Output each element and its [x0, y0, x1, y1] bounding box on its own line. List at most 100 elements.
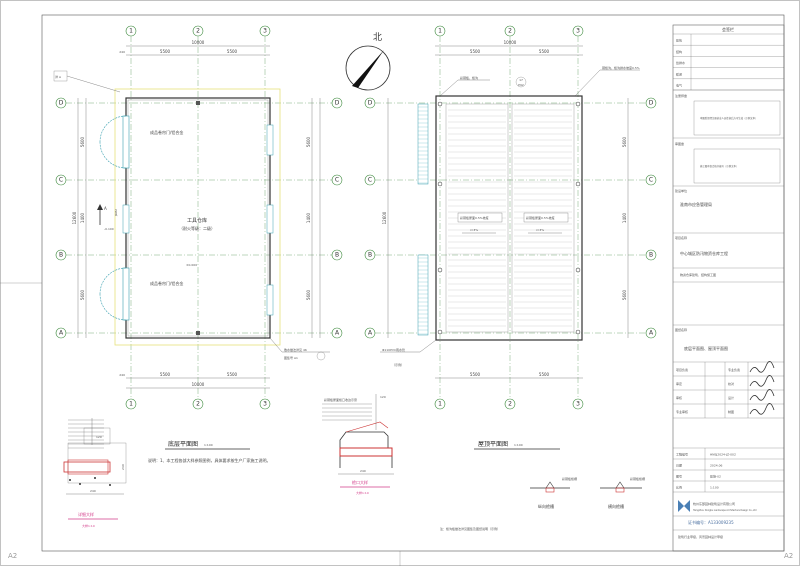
- grid-bubble-D-left: D: [59, 100, 64, 107]
- signoff-row-label: 电气: [676, 83, 682, 88]
- grid-bubble-C-left: C: [59, 177, 63, 184]
- ground-floor-plan: 1 2 3 1 2 3 D C B A D C B A 10000 5500 5…: [53, 25, 343, 463]
- company-logo-icon: [678, 500, 690, 512]
- roof-dim-top-2: 5500: [539, 49, 550, 54]
- roof-note-top-left: 彩钢板，檐沟: [460, 75, 478, 80]
- signature-mark: [749, 389, 775, 401]
- role-label: 审定: [676, 381, 682, 386]
- roof-bubble-3-bottom: 3: [576, 401, 580, 408]
- role-label: 项目负责: [676, 367, 688, 372]
- grid-bubble-3-top: 3: [263, 28, 267, 35]
- signature-mark: [749, 361, 775, 373]
- callout-right-2: 图集号 A1: [284, 355, 298, 360]
- grid-bubble-A-right: A: [335, 330, 340, 337]
- plan-left-title: 底层平面图: [168, 440, 198, 448]
- detail-1-dim: 240: [90, 489, 96, 493]
- gutter-tag: 17: [519, 78, 523, 82]
- roof-bubble-1-top: 1: [438, 28, 442, 35]
- grid-bubble-1-top: 1: [129, 28, 133, 35]
- sheet-size-label: A2: [8, 552, 17, 560]
- detail-1-scale: 大样1:10: [82, 523, 95, 528]
- elevation-mark: ±0.000: [186, 263, 197, 267]
- project-name: 中心城区防汛物资仓库工程: [680, 250, 728, 256]
- signature-mark: [749, 375, 775, 387]
- signoff-row-label: 暖通: [676, 71, 682, 76]
- roof-bubble-A-right: A: [649, 330, 654, 337]
- roof-outline: [435, 95, 583, 341]
- dim-bottom-1: 5500: [160, 372, 171, 377]
- company-cn: 杭州东部园林建筑设计有限公司: [693, 501, 735, 506]
- roof-dim-right-2: 1400: [622, 212, 627, 223]
- roof-bubble-C-left: C: [368, 177, 372, 184]
- dim-right-3: 5600: [306, 289, 311, 300]
- roof-label-left: 彩钢板屋面0.5%坡度: [460, 215, 489, 220]
- joint-2-label: 横向檐槽: [608, 503, 624, 509]
- meta-value: HNSJ2024-JZ-002: [710, 453, 736, 457]
- role-label: 专业审核: [676, 409, 688, 414]
- detail-2: 120 240 彩钢板屋面檐口收边示意 檐口大样 大样1:10: [322, 394, 394, 495]
- detail-1-height: 240: [121, 464, 125, 470]
- plan-left-note: 说明：1、本工程各部大样参照图例，具体要求按生产厂家施工说明。: [148, 457, 271, 463]
- detail-1-dim-small: 120: [96, 435, 102, 439]
- roof-dim-top-total: 10000: [504, 40, 517, 45]
- roof-bubble-D-left: D: [368, 100, 373, 107]
- subproject-name: 物资仓库建筑、结构施工图: [680, 272, 716, 277]
- meta-key: 比例: [676, 485, 682, 490]
- stamp-text: 本图纸须经注册执业人员签章后方可生效（示例文本）: [700, 116, 757, 120]
- elevation-mark-outside: -0.100: [104, 227, 114, 231]
- room-fire-rating: （耐火等级：二级）: [179, 225, 215, 231]
- dim-top-edge: 240: [119, 50, 125, 54]
- dim-bottom-2: 5500: [227, 372, 238, 377]
- roof-bubble-C-right: C: [649, 177, 653, 184]
- project-label: 项目名称: [675, 235, 687, 240]
- grid-bubble-B-left: B: [59, 252, 63, 259]
- dim-right-2: 1400: [306, 212, 311, 223]
- meta-value: 2024.06: [710, 464, 722, 468]
- detail-1: 120 240 240 详细大样 大样1:10: [63, 418, 127, 528]
- stamp-label: 注册师章: [675, 93, 687, 98]
- roof-dim-right-1: 5600: [622, 136, 627, 147]
- grid-bubble-2-top: 2: [196, 28, 200, 35]
- grid-bubble-A-left: A: [59, 330, 64, 337]
- role-label-2: 设计: [728, 395, 734, 400]
- door-note-bottom: 成品卷帘门/铝合金: [150, 280, 183, 286]
- detail-2-label: 檐口大样: [352, 479, 368, 485]
- grid-bubble-2-bottom: 2: [196, 401, 200, 408]
- meta-key: 工程编号: [676, 452, 688, 457]
- drain-note-sub: （示例）: [392, 362, 404, 367]
- company-en: Hangzhou Dongbu Landscape Architecture D…: [693, 509, 757, 512]
- client-name: 淮南市应急管理局: [680, 201, 712, 207]
- detail-1-label: 详细大样: [78, 511, 94, 517]
- gutter-joint-details: 彩钢板檐槽 纵向檐槽 彩钢板檐槽 横向檐槽: [530, 476, 645, 509]
- dim-bottom-edge: 240: [119, 373, 125, 377]
- roof-bubble-2-top: 2: [508, 28, 512, 35]
- dim-left-total: 12600: [72, 211, 77, 224]
- north-label: 北: [373, 32, 382, 43]
- drain-note: Φ110PVC雨水管: [382, 347, 405, 352]
- review-text: 施工图审查合格书编号（示例文本）: [700, 164, 738, 168]
- roof-dim-right-3: 5600: [622, 289, 627, 300]
- role-label-2: 专业负责: [728, 367, 740, 372]
- roof-label-right: 彩钢板屋面0.5%坡度: [526, 215, 555, 220]
- detail-2-dim: 120: [380, 395, 386, 399]
- roof-dim-bottom-2: 5500: [539, 372, 550, 377]
- plan-left-scale: 1:100: [204, 443, 213, 447]
- roof-bubble-2-bottom: 2: [508, 401, 512, 408]
- north-arrow: 北: [345, 32, 391, 91]
- signoff-row-label: 给排水: [676, 60, 685, 65]
- sheet-size-label-right: A2: [784, 552, 793, 560]
- plan-right-scale: 1:100: [514, 443, 523, 447]
- dim-top-1: 5500: [160, 49, 171, 54]
- dim-left-1: 5600: [80, 136, 85, 147]
- dim-left-3: 5600: [80, 289, 85, 300]
- roof-slope-right: i=3%: [536, 228, 544, 232]
- client-label: 建设单位: [675, 188, 687, 193]
- gutter-tag-2: P92: [518, 83, 524, 87]
- dim-bottom-total: 10000: [192, 382, 205, 387]
- room-name: 工具仓库: [187, 217, 207, 224]
- signoff-header: 会签栏: [722, 26, 734, 32]
- section-mark-a: A: [104, 206, 107, 211]
- roof-dim-bottom-1: 5500: [470, 372, 481, 377]
- door-note-top: 成品卷帘门/铝合金: [150, 129, 183, 135]
